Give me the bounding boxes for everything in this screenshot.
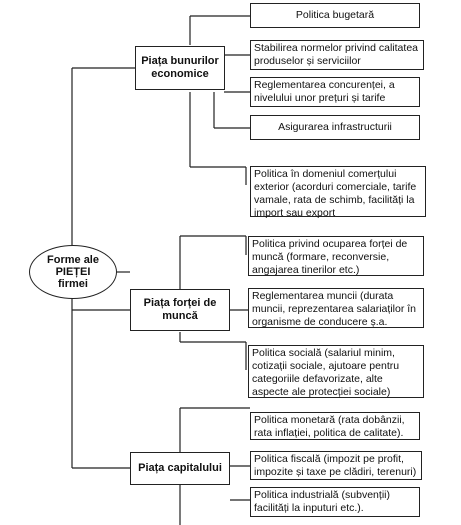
category-forta-munca: Piața forței de muncă	[130, 289, 230, 331]
policy-box: Asigurarea infrastructurii	[250, 115, 420, 140]
policy-box: Reglementarea muncii (durata muncii, rep…	[248, 288, 424, 328]
root-line-1: Forme ale	[47, 254, 99, 266]
policy-box: Politica monetară (rata dobânzii, rata i…	[250, 412, 420, 440]
category-bunuri: Piața bunurilor economice	[135, 46, 225, 90]
policy-box: Politica fiscală (impozit pe profit, imp…	[250, 451, 422, 480]
policy-box: Politica bugetară	[250, 3, 420, 28]
policy-box: Politica în domeniul comerțului exterior…	[250, 166, 426, 219]
policy-box: Stabilirea normelor privind calitatea pr…	[250, 40, 424, 70]
root-line-3: firmei	[58, 278, 88, 290]
policy-box: Politica privind ocuparea forței de munc…	[248, 236, 424, 276]
root-node: Forme ale PIEȚEI firmei	[29, 245, 117, 299]
root-line-2: PIEȚEI	[55, 266, 91, 278]
policy-box: Politica industrială (subvenții) facilit…	[250, 487, 420, 517]
policy-box: Politica socială (salariul minim, cotiza…	[248, 345, 424, 398]
category-capital: Piața capitalului	[130, 452, 230, 485]
policy-box: Reglementarea concurenței, a nivelului u…	[250, 77, 420, 107]
